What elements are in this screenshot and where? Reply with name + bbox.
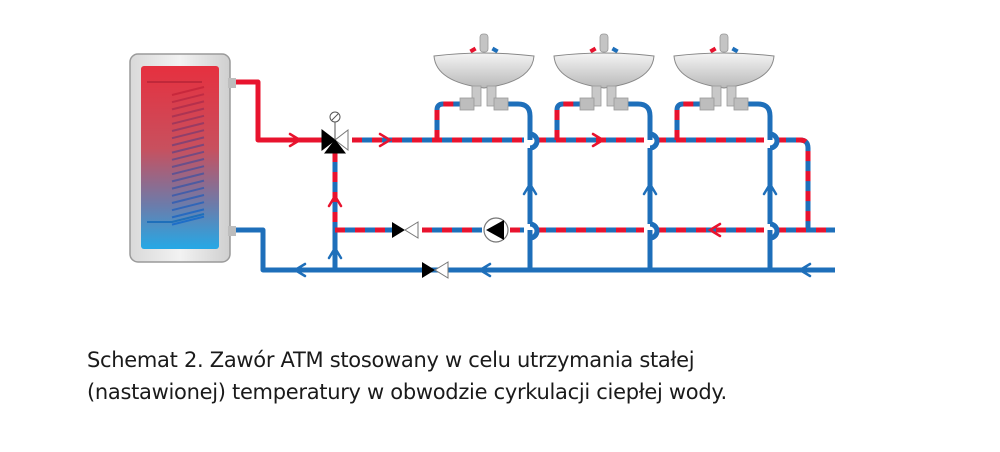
faucet [479,33,489,53]
angle-valve [733,97,749,111]
coil-winding [171,93,205,104]
coil-winding [171,143,205,154]
basin [433,52,535,89]
pipe-crossovers [527,131,780,241]
arrow-left [797,262,812,278]
cold-tap-icon [731,46,739,54]
coil-winding [171,129,205,140]
check-valve [422,261,449,279]
arrow-left [477,262,492,278]
hot-tap-icon [469,46,477,54]
coil-winding [171,165,205,176]
circulation-diagram [129,33,835,279]
cold-tap-icon [491,46,499,54]
angle-valve [699,97,715,111]
coil-winding [171,179,205,190]
faucet [599,33,609,53]
angle-valve [613,97,629,111]
arrow-left [292,262,307,278]
storage-tank [129,53,236,263]
figure-caption: Schemat 2. Zawór ATM stosowany w celu ut… [87,344,967,408]
flow-arrows [288,132,812,278]
basin [553,52,655,89]
arrow-right [378,132,393,148]
circulation-pump [483,217,509,243]
atm-mixing-valve [321,111,349,154]
coil-winding [171,114,205,125]
hot-tap-icon [589,46,597,54]
coil-winding [171,215,205,226]
coil-winding [171,208,205,219]
arrow-right [591,132,606,148]
hot-tap-icon [709,46,717,54]
angle-valve [459,97,475,111]
coil-winding [171,158,205,168]
cold-tap-icon [611,46,619,54]
arrow-left [707,222,722,238]
coil-winding [171,150,205,161]
basin [673,52,775,89]
coil-winding [171,136,205,147]
washbasin [433,33,535,111]
washbasin [553,33,655,111]
check-valve [392,221,419,239]
coil-winding [171,100,205,111]
arrow-up [327,193,343,208]
coil-winding [171,122,205,132]
coil-winding [171,86,205,96]
coil-winding [171,201,205,212]
arrow-right [288,132,303,148]
coil-winding [171,107,205,118]
coil-winding [171,172,205,183]
caption-line-1: Schemat 2. Zawór ATM stosowany w celu ut… [87,348,695,372]
caption-line-2: (nastawionej) temperatury w obwodzie cyr… [87,380,727,404]
coil-winding [171,194,205,204]
coil-winding [171,186,205,197]
mixed-water-pipes [332,101,835,233]
return-pipes [236,101,835,273]
arrow-up [762,181,778,196]
faucet [719,33,729,53]
washbasin [673,33,775,111]
angle-valve [579,97,595,111]
arrow-up [327,245,343,260]
arrow-up [642,181,658,196]
angle-valve [493,97,509,111]
coil-outlet [147,213,205,223]
arrow-up [522,181,538,196]
heating-coil-windings [147,86,205,226]
hot-supply-pipe [236,79,322,143]
